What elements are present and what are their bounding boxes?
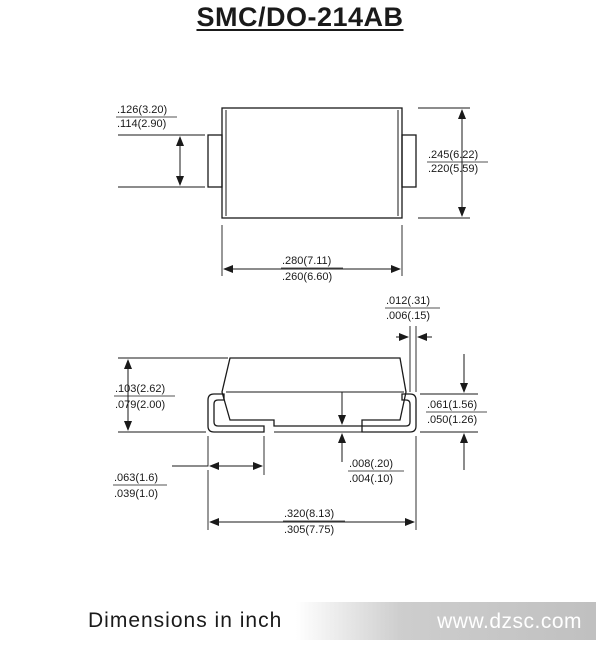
top-view-labels: .126(3.20) .114(2.90) .245(6.22) .220(5.… <box>116 104 488 283</box>
label-lead-length-min: .039(1.0) <box>114 488 158 500</box>
page-title: SMC/DO-214AB <box>0 2 600 33</box>
top-view-left-lead <box>207 134 223 188</box>
label-lead-thickness-min: .006(.15) <box>386 310 430 322</box>
label-lead-thickness-max: .012(.31) <box>386 295 430 307</box>
label-body-height-max: .126(3.20) <box>117 104 167 116</box>
label-overall-width-min: .220(5.59) <box>428 163 478 175</box>
label-body-length-min: .260(6.60) <box>282 271 332 283</box>
top-view-body <box>221 107 403 219</box>
watermark-band: www.dzsc.com <box>296 602 596 640</box>
label-standoff-min: .004(.10) <box>349 473 393 485</box>
label-body-length-max: .280(7.11) <box>282 255 331 267</box>
package-name: SMC/DO-214AB <box>196 2 404 32</box>
dimensions-caption: Dimensions in inch <box>88 609 283 632</box>
label-overall-length-min: .305(7.75) <box>284 524 334 536</box>
side-view <box>118 326 478 530</box>
label-body-height-min: .114(2.90) <box>117 118 166 130</box>
watermark-text: www.dzsc.com <box>437 610 582 633</box>
label-lead-height-min: .050(1.26) <box>427 414 477 426</box>
side-view-right-lead <box>361 393 417 433</box>
top-view-right-lead <box>401 134 417 188</box>
label-lead-length-max: .063(1.6) <box>114 472 158 484</box>
label-overall-width-max: .245(6.22) <box>428 149 478 161</box>
side-view-left-lead <box>207 393 265 433</box>
label-package-height-min: .079(2.00) <box>115 399 165 411</box>
package-outline-drawing: .126(3.20) .114(2.90) .245(6.22) .220(5.… <box>113 104 488 536</box>
label-package-height-max: .103(2.62) <box>115 383 165 395</box>
label-lead-height-max: .061(1.56) <box>427 399 477 411</box>
label-overall-length-max: .320(8.13) <box>284 508 334 520</box>
side-view-labels: .012(.31) .006(.15) .103(2.62) .079(2.00… <box>113 295 487 536</box>
top-view <box>118 107 470 276</box>
side-view-body <box>221 357 407 427</box>
label-standoff-max: .008(.20) <box>349 458 393 470</box>
